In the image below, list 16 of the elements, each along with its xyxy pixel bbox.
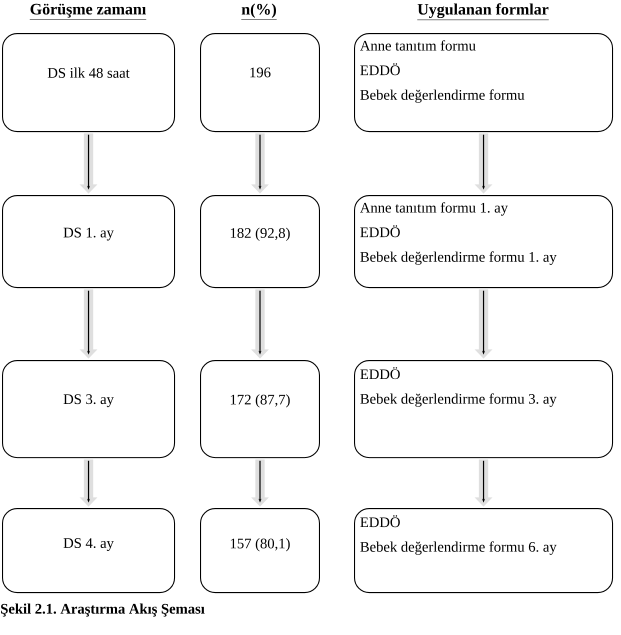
process-box: EDDÖ Bebek değerlendirme formu 6. ay — [354, 508, 614, 594]
process-box: DS 1. ay — [2, 195, 176, 288]
figure-caption: Şekil 2.1. Araştırma Akış Şeması — [1, 603, 205, 617]
process-box: DS 3. ay — [2, 360, 176, 458]
process-box: DS 4. ay — [2, 508, 176, 594]
column-heading: n(%) — [241, 3, 277, 20]
process-box: EDDÖ Bebek değerlendirme formu 3. ay — [354, 360, 614, 458]
column-heading: Uygulanan formlar — [416, 3, 550, 20]
process-box: 157 (80,1) — [200, 508, 320, 594]
process-box: DS ilk 48 saat — [2, 33, 176, 132]
process-box: 172 (87,7) — [200, 360, 320, 458]
process-box: 196 — [200, 33, 320, 132]
process-box: 182 (92,8) — [200, 195, 320, 288]
column-heading: Görüşme zamanı — [30, 4, 146, 20]
process-box: Anne tanıtım formu EDDÖ Bebek değerlendirme formu — [354, 33, 614, 132]
process-box: Anne tanıtım formu 1. ay EDDÖ Bebek değerlendirme formu 1. ay — [354, 195, 614, 288]
